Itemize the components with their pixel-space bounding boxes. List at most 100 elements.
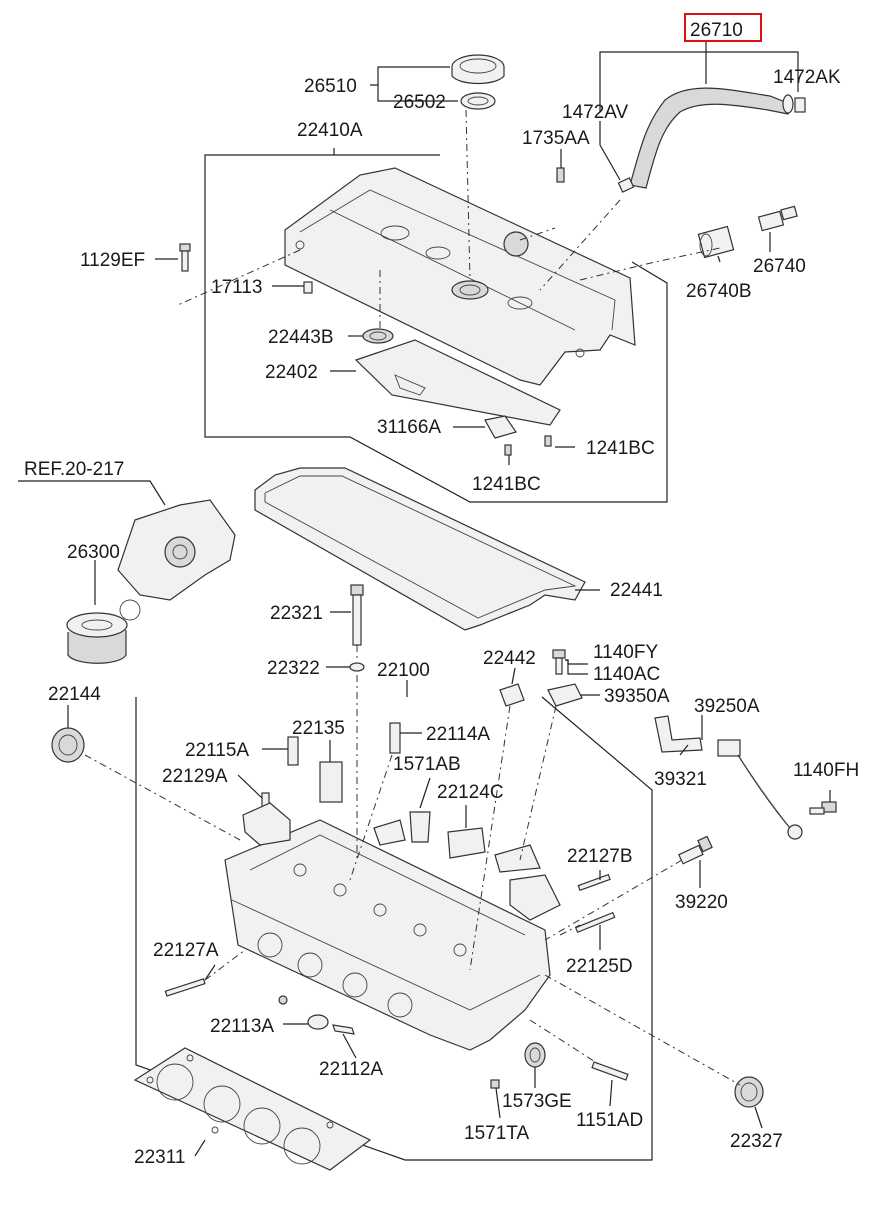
oil-pump-ref-20-217 bbox=[117, 499, 236, 621]
label-26502[interactable]: 26502 bbox=[393, 92, 446, 113]
cover-gasket-22441 bbox=[254, 467, 586, 631]
hose-clamp-1472AK bbox=[794, 97, 806, 113]
label-ref-20-217[interactable]: REF.20-217 bbox=[24, 459, 124, 480]
label-22144[interactable]: 22144 bbox=[48, 684, 101, 705]
head-gasket-22311 bbox=[133, 1047, 372, 1171]
label-39350A[interactable]: 39350A bbox=[604, 686, 670, 707]
label-22442[interactable]: 22442 bbox=[483, 648, 536, 669]
label-26740[interactable]: 26740 bbox=[753, 256, 806, 277]
label-1241BC-b[interactable]: 1241BC bbox=[472, 474, 541, 495]
label-22322[interactable]: 22322 bbox=[267, 658, 320, 679]
bolt-1129EF bbox=[179, 243, 191, 272]
label-22113A[interactable]: 22113A bbox=[210, 1016, 274, 1037]
label-1472AV[interactable]: 1472AV bbox=[562, 102, 629, 123]
label-22443B[interactable]: 22443B bbox=[268, 327, 334, 348]
cap-22442 bbox=[499, 683, 525, 707]
plug-22327 bbox=[734, 1076, 764, 1108]
label-1735AA[interactable]: 1735AA bbox=[522, 128, 590, 149]
pin-17113 bbox=[303, 281, 313, 294]
tappet-22135 bbox=[319, 761, 343, 803]
cam-cap-center bbox=[373, 819, 406, 846]
cam-cap-22124C bbox=[447, 827, 486, 859]
breather-hose-26710 bbox=[629, 87, 794, 189]
label-1140FY[interactable]: 1140FY bbox=[593, 642, 658, 663]
label-22125D[interactable]: 22125D bbox=[566, 956, 633, 977]
label-22402[interactable]: 22402 bbox=[265, 362, 318, 383]
label-17113[interactable]: 17113 bbox=[211, 277, 262, 298]
label-1472AK[interactable]: 1472AK bbox=[773, 67, 841, 88]
seal-22113A bbox=[307, 1014, 329, 1030]
label-22115A[interactable]: 22115A bbox=[185, 740, 249, 761]
bracket-39321 bbox=[654, 715, 703, 753]
label-31166A[interactable]: 31166A bbox=[377, 417, 441, 438]
guide-22114A bbox=[389, 722, 401, 754]
cam-cap-right bbox=[494, 844, 541, 873]
sensor-39350A bbox=[547, 683, 583, 707]
bolt-1140FY bbox=[552, 649, 566, 675]
label-22124C[interactable]: 22124C bbox=[437, 782, 504, 803]
label-22441[interactable]: 22441 bbox=[610, 580, 663, 601]
label-1140FH[interactable]: 1140FH bbox=[793, 760, 859, 781]
seal-22112A bbox=[332, 1024, 355, 1035]
washer-22322 bbox=[349, 662, 365, 672]
leader-lines bbox=[18, 40, 831, 1157]
sensor-39220 bbox=[678, 835, 713, 865]
label-1241BC-a[interactable]: 1241BC bbox=[586, 438, 655, 459]
label-1571AB[interactable]: 1571AB bbox=[393, 754, 461, 775]
hose-clamp-1472AV bbox=[617, 177, 635, 193]
label-22114A[interactable]: 22114A bbox=[426, 724, 490, 745]
label-1571TA[interactable]: 1571TA bbox=[464, 1123, 529, 1144]
label-1140AC[interactable]: 1140AC bbox=[593, 664, 660, 685]
highlight-box-26710 bbox=[684, 13, 762, 42]
head-group-box bbox=[135, 696, 653, 1161]
cam-cap-front bbox=[509, 874, 561, 921]
label-26300[interactable]: 26300 bbox=[67, 542, 120, 563]
label-1129EF[interactable]: 1129EF bbox=[80, 250, 145, 271]
seal-22443B bbox=[362, 328, 394, 344]
label-22129A[interactable]: 22129A bbox=[162, 766, 228, 787]
stud-1735AA bbox=[556, 167, 565, 183]
cylinder-head-22100 bbox=[224, 819, 551, 1051]
label-22127A[interactable]: 22127A bbox=[153, 940, 219, 961]
label-39321[interactable]: 39321 bbox=[654, 769, 707, 790]
stud-22125D bbox=[574, 911, 616, 934]
bolt-1571TA bbox=[490, 1079, 500, 1089]
bolt-1241BC-b bbox=[504, 444, 512, 456]
bracket-31166A bbox=[484, 415, 517, 439]
label-22112A[interactable]: 22112A bbox=[319, 1059, 383, 1080]
cam-seal-22144 bbox=[51, 727, 85, 763]
label-22327[interactable]: 22327 bbox=[730, 1131, 783, 1152]
head-bolt-22321 bbox=[350, 584, 364, 646]
label-22410A[interactable]: 22410A bbox=[297, 120, 363, 141]
label-22321[interactable]: 22321 bbox=[270, 603, 323, 624]
oxygen-sensor-39250A bbox=[717, 739, 803, 840]
label-26710[interactable]: 26710 bbox=[690, 20, 743, 41]
baffle-plate-22402 bbox=[354, 339, 561, 426]
cover-group-box bbox=[204, 154, 668, 503]
stud-22127B bbox=[577, 873, 611, 892]
label-39220[interactable]: 39220 bbox=[675, 892, 728, 913]
plug-1571AB bbox=[409, 811, 431, 843]
pcv-valve-26740 bbox=[757, 205, 798, 232]
label-22311[interactable]: 22311 bbox=[134, 1147, 185, 1168]
grommet-26740B bbox=[697, 225, 735, 259]
stud-1151AD bbox=[591, 1061, 629, 1081]
stud-22127A bbox=[164, 978, 206, 997]
oil-filler-cap-26510 bbox=[451, 54, 505, 85]
guide-22115A bbox=[287, 736, 299, 766]
label-1573GE[interactable]: 1573GE bbox=[502, 1091, 572, 1112]
oil-filter-26300 bbox=[66, 612, 128, 664]
label-22135[interactable]: 22135 bbox=[292, 718, 345, 739]
label-22127B[interactable]: 22127B bbox=[567, 846, 633, 867]
plug-1573GE bbox=[524, 1042, 546, 1068]
label-26510[interactable]: 26510 bbox=[304, 76, 357, 97]
label-26740B[interactable]: 26740B bbox=[686, 281, 752, 302]
label-22100[interactable]: 22100 bbox=[377, 660, 430, 681]
label-1151AD[interactable]: 1151AD bbox=[576, 1110, 643, 1131]
cam-cap-left bbox=[242, 802, 291, 846]
part-labels: 26710 26510 26502 1472AK 1472AV 22410A 1… bbox=[24, 20, 859, 1168]
cylinder-head-cover-22410A bbox=[284, 167, 636, 386]
cap-gasket-26502 bbox=[460, 92, 496, 110]
label-39250A[interactable]: 39250A bbox=[694, 696, 760, 717]
